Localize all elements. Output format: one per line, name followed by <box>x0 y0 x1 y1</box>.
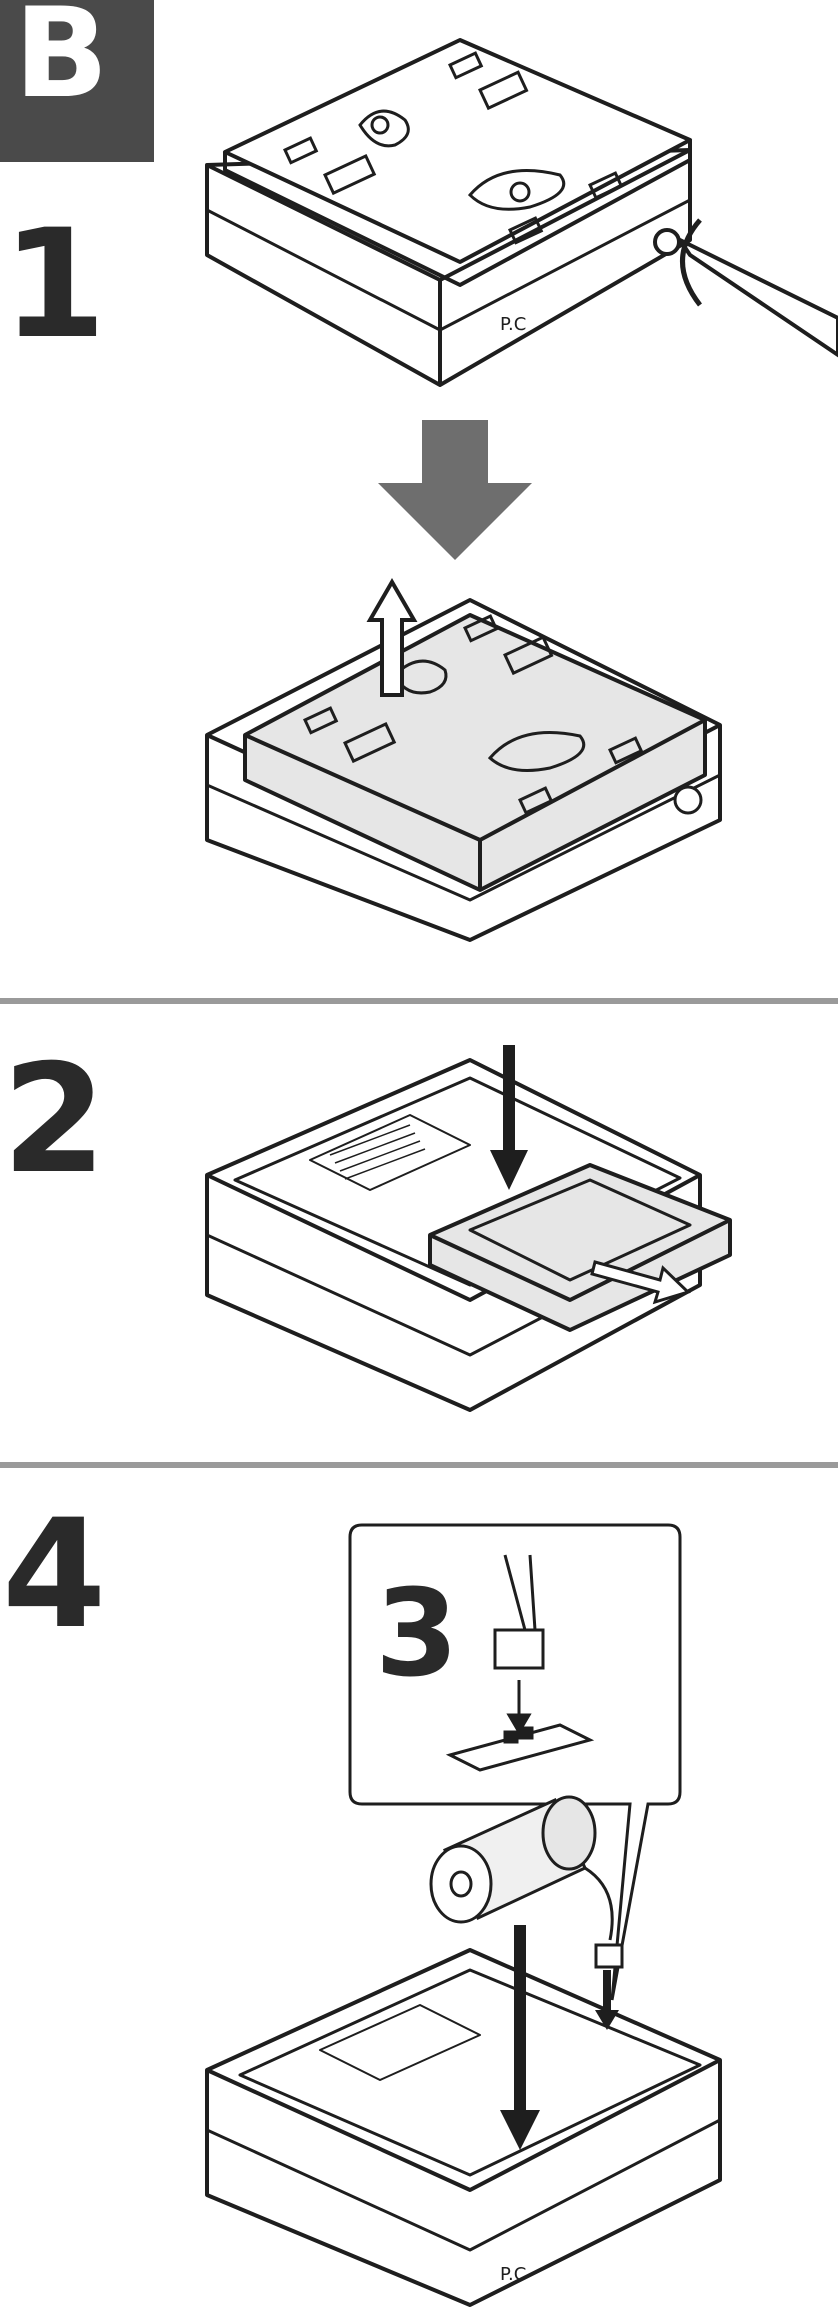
housing-marking: P.C <box>500 314 526 335</box>
step-number-3: 3 <box>375 1565 459 1704</box>
step2-illustration <box>0 1030 838 1430</box>
step4-illustration: 3 P.C <box>0 1470 838 2313</box>
section-divider-1 <box>0 998 838 1004</box>
down-arrow-icon <box>378 420 532 560</box>
lift-plate-illustration <box>0 560 838 960</box>
step1-illustration: P.C <box>0 0 838 400</box>
section-divider-2 <box>0 1462 838 1468</box>
unscrew-cover-drawing: P.C <box>0 0 838 400</box>
next-arrow <box>0 415 838 565</box>
housing-marking-step4: P.C <box>500 2264 526 2285</box>
